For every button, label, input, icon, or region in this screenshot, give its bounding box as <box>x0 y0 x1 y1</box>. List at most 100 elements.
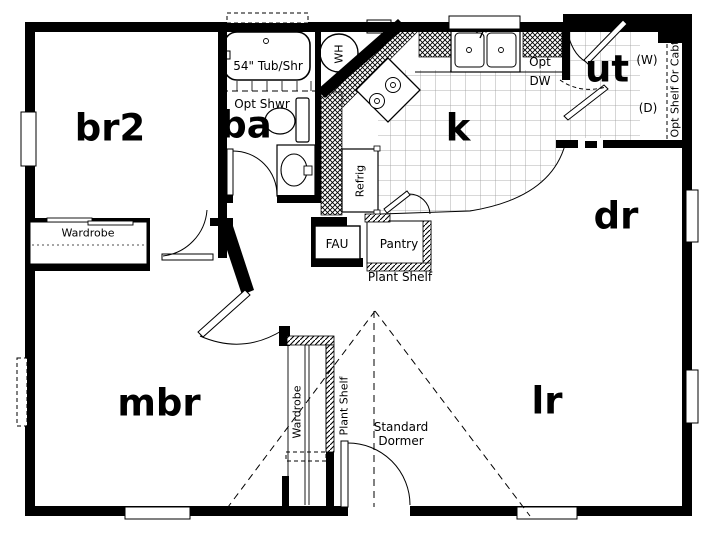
room-label-lr: lr <box>532 380 564 423</box>
ut-door-lower-arc <box>559 79 607 90</box>
window-mbr-west-optional <box>16 357 28 427</box>
window-br2-west <box>20 111 37 167</box>
room-label-k: k <box>446 107 472 150</box>
ut-door-stop <box>585 141 597 148</box>
room-label-dr: dr <box>594 195 639 238</box>
wall-fau-south <box>311 258 363 267</box>
label-plant-shelf-mbr: Plant Shelf <box>338 375 351 435</box>
window-lr-east <box>685 369 699 424</box>
wall-br2-ba <box>218 22 227 258</box>
mbr-door-leaf <box>197 289 251 338</box>
label-refrigerator: Refrig <box>354 165 367 197</box>
wall-ba-kitchen <box>315 22 321 203</box>
label-standard-dormer-1: Standard <box>374 420 429 434</box>
doors <box>161 19 628 508</box>
label-pantry: Pantry <box>380 237 418 251</box>
refrigerator-box <box>341 145 381 216</box>
wall-strip-se <box>326 452 334 507</box>
counter-left <box>418 27 453 58</box>
ba-door-leaf <box>226 148 234 196</box>
wardrobe-shelf-dashed <box>285 451 327 462</box>
sliding-door <box>87 220 134 226</box>
wall-north-east-step <box>658 32 692 43</box>
front-door-opening <box>348 505 410 517</box>
dormer-right-line <box>374 310 531 517</box>
label-dw: DW <box>529 74 550 88</box>
dormer-left-line <box>227 310 376 508</box>
pantry-plant-shelf-north <box>364 213 391 223</box>
vanity-faucet-icon <box>303 165 313 176</box>
label-opt: Opt <box>529 55 551 69</box>
sliding-door <box>46 217 93 223</box>
dashed-lines <box>222 44 668 517</box>
pantry-plant-shelf-south <box>366 262 432 272</box>
wall-mbr-door-jamb <box>279 326 290 346</box>
label-wardrobe-mbr: Wardrobe <box>291 385 304 438</box>
label-plant-shelf-pantry: Plant Shelf <box>368 270 433 284</box>
wall-west <box>25 22 35 516</box>
washer-dryer-area <box>640 43 682 140</box>
window-tub-optional <box>226 12 309 24</box>
br2-door-leaf <box>161 253 214 261</box>
wall-ba-south-right <box>277 195 321 203</box>
window-lr-south <box>516 506 578 520</box>
ut-door-upper-arc <box>566 28 587 63</box>
burner-icon <box>390 82 396 88</box>
kitchen-dining-boundary <box>379 144 566 215</box>
shower-tile-ticks <box>224 81 312 91</box>
front-door-arc <box>347 442 411 506</box>
tub-drain-icon <box>263 38 269 44</box>
wall-fau-north <box>311 217 347 226</box>
ba-door-arc <box>232 150 278 196</box>
wall-ut-south <box>556 140 692 148</box>
wall-ba-south-left <box>218 195 233 203</box>
label-opt-shower: Opt Shwr <box>234 97 290 111</box>
wall-north <box>25 22 692 32</box>
mbr-plant-shelf-top <box>286 335 335 346</box>
fau-box <box>314 225 361 260</box>
window-dr-east <box>685 189 699 243</box>
mbr-plant-shelf-bar <box>325 344 335 453</box>
counter-vertical <box>320 91 343 216</box>
room-label-br2: br2 <box>75 107 145 150</box>
ut-door-lower-leaf <box>563 84 609 121</box>
label-dryer: (D) <box>639 101 658 115</box>
wall-kitchen-ut <box>562 22 570 80</box>
br2-wardrobe <box>29 217 148 265</box>
counter-right <box>522 27 563 58</box>
label-wardrobe-br2: Wardrobe <box>62 227 115 240</box>
window-kitchen-sink <box>448 15 521 30</box>
interior-walls <box>25 19 692 507</box>
range <box>355 57 421 123</box>
wall-east <box>682 22 692 516</box>
burner-icon <box>374 98 380 104</box>
room-label-mbr: mbr <box>117 382 201 425</box>
wall-mbr-north <box>25 263 148 271</box>
toilet <box>264 97 310 143</box>
wall-br2-door-jamb <box>210 218 233 226</box>
pantry-door-arc <box>408 193 431 215</box>
room-label-ba: ba <box>220 104 271 147</box>
label-opt-shelf-or-cabt: Opt Shelf Or Cabt <box>669 40 682 138</box>
label-water-heater: WH <box>333 44 346 63</box>
pantry-plant-shelf-east <box>422 220 432 265</box>
pantry-box <box>364 213 432 272</box>
br2-door-arc <box>162 209 208 257</box>
vanity-sink <box>276 144 316 197</box>
windows <box>16 12 699 520</box>
wall-strip-sw <box>282 476 289 507</box>
label-fau: FAU <box>326 237 349 251</box>
pantry-door-leaf <box>383 190 411 214</box>
label-washer: (W) <box>636 53 657 67</box>
mbr-wardrobe-strip <box>285 335 335 505</box>
front-door-leaf <box>340 440 349 508</box>
wall-hall-diagonal <box>219 226 254 295</box>
wall-north-east-thick <box>563 14 692 24</box>
window-mbr-south <box>124 506 191 520</box>
room-label-ut: ut <box>585 48 629 91</box>
label-tub: 54" Tub/Shr <box>233 59 303 73</box>
mbr-door-arc <box>199 329 284 345</box>
label-standard-dormer-2: Dormer <box>378 434 423 448</box>
